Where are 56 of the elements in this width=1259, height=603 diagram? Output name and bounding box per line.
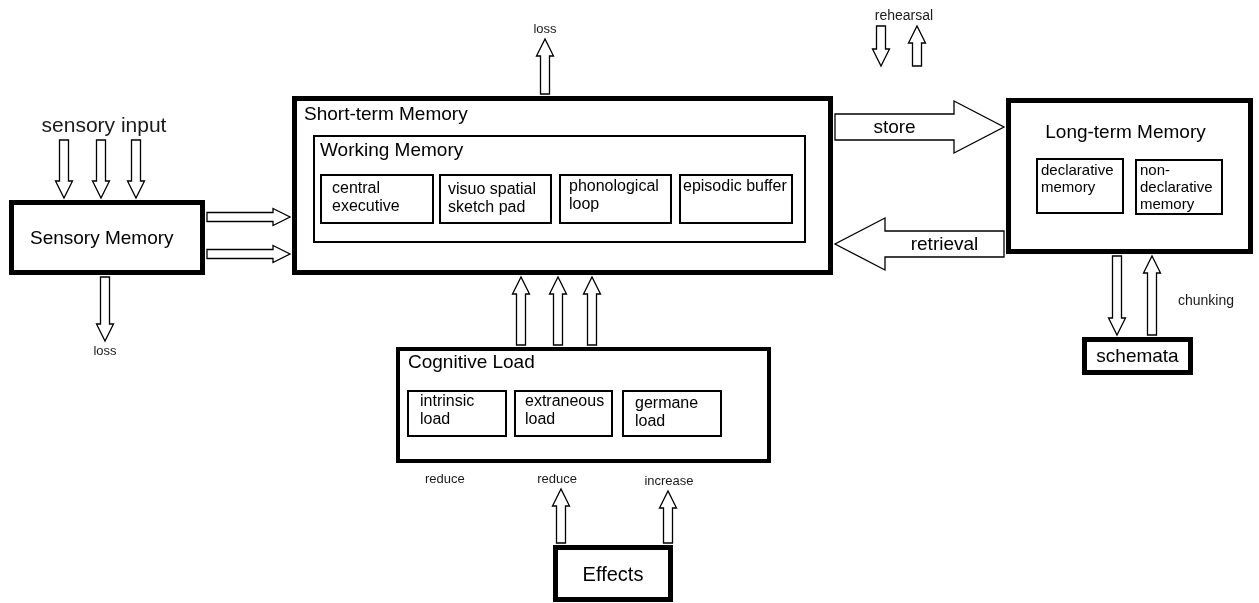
block-arrow <box>54 139 74 200</box>
block-arrow <box>907 24 927 67</box>
outcome-label: loss <box>90 343 120 359</box>
outcome-label: loss <box>531 21 559 37</box>
block-arrow <box>582 275 602 346</box>
box-title: Effects <box>582 561 644 586</box>
box-title: Short-term Memory <box>304 103 468 125</box>
block-arrow <box>871 25 891 68</box>
block-arrow <box>1107 255 1127 337</box>
block-arrow <box>95 276 115 343</box>
effect-label: reduce <box>425 471 465 487</box>
load-box <box>396 347 771 463</box>
block-arrow <box>658 489 678 544</box>
component-box <box>514 390 613 437</box>
input-label: sensory input <box>37 112 171 138</box>
box-title: Cognitive Load <box>408 351 535 373</box>
effects-box <box>553 545 673 602</box>
component-box <box>679 174 793 224</box>
component-box <box>622 390 722 437</box>
memory-box <box>9 200 205 275</box>
component-box <box>1036 158 1124 214</box>
box-label: germane load <box>635 394 700 430</box>
component-box <box>1135 159 1223 215</box>
effect-label: increase <box>641 473 697 489</box>
box-label: episodic buffer <box>683 177 787 195</box>
box-title: Working Memory <box>320 139 464 161</box>
component-box <box>313 135 806 243</box>
block-arrow <box>126 139 146 200</box>
box-title: Long-term Memory <box>1045 121 1206 143</box>
box-label: phonological loop <box>569 177 660 213</box>
edge-label: chunking <box>1178 292 1235 308</box>
block-arrow <box>535 37 555 95</box>
component-box <box>320 174 434 224</box>
memory-box <box>1006 98 1253 254</box>
schema-box <box>1082 337 1193 375</box>
box-title: schemata <box>1096 345 1179 367</box>
box-label: declarative memory <box>1041 161 1115 195</box>
block-arrow <box>91 139 111 200</box>
box-label: extraneous load <box>525 392 606 428</box>
effect-label: reduce <box>534 471 580 487</box>
block-arrow <box>206 207 292 227</box>
component-box <box>407 390 507 437</box>
box-label: intrinsic load <box>420 392 476 428</box>
block-arrow <box>548 275 568 346</box>
box-label: non-declarative memory <box>1140 161 1214 212</box>
process-label: rehearsal <box>868 6 940 24</box>
block-arrow <box>551 487 571 544</box>
box-label: visuo spatial sketch pad <box>448 180 538 216</box>
box-title: Sensory Memory <box>30 226 174 249</box>
component-box <box>439 174 552 224</box>
component-box <box>559 174 672 224</box>
block-arrow <box>206 244 292 264</box>
block-arrow <box>1142 254 1162 336</box>
box-label: central executive <box>332 179 401 215</box>
block-arrow <box>511 275 531 346</box>
memory-box <box>292 96 833 275</box>
